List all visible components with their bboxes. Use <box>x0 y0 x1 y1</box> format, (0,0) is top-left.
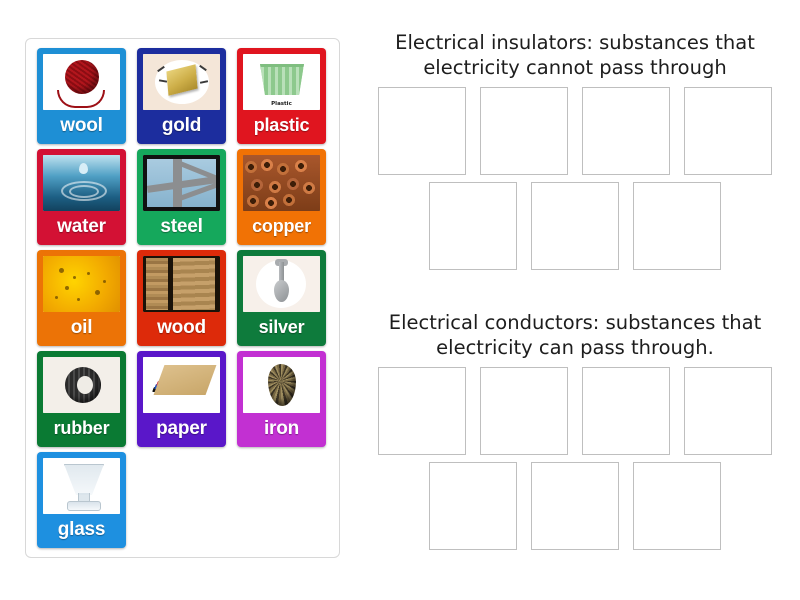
tile-label: steel <box>160 216 203 237</box>
drop-zone-title: Electrical insulators: substances that e… <box>395 31 755 79</box>
iron-image <box>243 357 320 413</box>
glass-image <box>43 458 120 514</box>
tile-label: water <box>57 216 106 237</box>
drop-slot-row-1 <box>360 367 790 455</box>
tile-label: wool <box>60 115 103 136</box>
draggable-tile-plastic[interactable]: Plastic plastic <box>237 48 326 144</box>
drop-slot[interactable] <box>633 182 721 270</box>
tile-image-wood <box>143 256 220 312</box>
draggable-tile-glass[interactable]: glass <box>37 452 126 548</box>
draggable-tile-copper[interactable]: copper <box>237 149 326 245</box>
draggable-tile-iron[interactable]: iron <box>237 351 326 447</box>
tile-label: silver <box>258 317 305 337</box>
drop-slot[interactable] <box>531 182 619 270</box>
tile-label: plastic <box>253 115 310 135</box>
drop-slot[interactable] <box>480 87 568 175</box>
drop-slot[interactable] <box>429 182 517 270</box>
paper-image <box>143 357 220 413</box>
drop-slot[interactable] <box>531 462 619 550</box>
tile-label: iron <box>263 418 300 439</box>
tile-image-rubber <box>43 357 120 413</box>
tile-image-iron <box>243 357 320 413</box>
draggable-tile-gold[interactable]: gold <box>137 48 226 144</box>
tile-image-copper <box>243 155 320 211</box>
tile-label: oil <box>70 317 93 338</box>
gold-image <box>143 54 220 110</box>
drop-zone-2[interactable]: Electrical conductors: substances that e… <box>360 310 790 550</box>
drop-slot[interactable] <box>582 87 670 175</box>
draggable-tile-silver[interactable]: silver <box>237 250 326 346</box>
tile-image-water <box>43 155 120 211</box>
tile-label: copper <box>252 216 311 236</box>
tile-image-plastic: Plastic <box>243 54 320 110</box>
tile-label: gold <box>161 115 202 136</box>
draggable-tile-paper[interactable]: paper <box>137 351 226 447</box>
drop-zone-1[interactable]: Electrical insulators: substances that e… <box>360 30 790 270</box>
draggable-tile-rubber[interactable]: rubber <box>37 351 126 447</box>
steel-image <box>143 155 220 211</box>
tile-image-gold <box>143 54 220 110</box>
rubber-image <box>43 357 120 413</box>
drop-slot[interactable] <box>429 462 517 550</box>
tile-image-paper <box>143 357 220 413</box>
draggable-tile-wood[interactable]: wood <box>137 250 226 346</box>
drop-slot[interactable] <box>684 367 772 455</box>
silver-image <box>243 256 320 312</box>
drop-slot[interactable] <box>378 367 466 455</box>
copper-image <box>243 155 320 211</box>
tile-image-steel <box>143 155 220 211</box>
tile-label: wood <box>157 317 206 338</box>
tile-image-oil <box>43 256 120 312</box>
draggable-items-tray: wool gold Plastic plastic water steel copper oi… <box>25 38 340 558</box>
draggable-tile-steel[interactable]: steel <box>137 149 226 245</box>
drop-slot[interactable] <box>633 462 721 550</box>
tile-label: rubber <box>53 418 110 438</box>
drop-slot[interactable] <box>480 367 568 455</box>
drop-zone-title: Electrical conductors: substances that e… <box>388 311 762 359</box>
category-drop-zones: Electrical insulators: substances that e… <box>360 30 790 556</box>
oil-image <box>43 256 120 312</box>
drop-slot[interactable] <box>684 87 772 175</box>
drop-slot[interactable] <box>378 87 466 175</box>
plastic-image: Plastic <box>243 54 320 110</box>
draggable-tile-oil[interactable]: oil <box>37 250 126 346</box>
drop-slot[interactable] <box>582 367 670 455</box>
wood-image <box>143 256 220 312</box>
drop-slot-row-2 <box>360 182 790 270</box>
tile-image-silver <box>243 256 320 312</box>
drop-slot-row-1 <box>360 87 790 175</box>
tile-image-wool <box>43 54 120 110</box>
water-image <box>43 155 120 211</box>
tile-image-glass <box>43 458 120 514</box>
draggable-tile-wool[interactable]: wool <box>37 48 126 144</box>
tile-label: paper <box>156 418 207 439</box>
tile-label: glass <box>57 519 106 540</box>
tile-grid: wool gold Plastic plastic water steel copper oi… <box>37 48 339 553</box>
draggable-tile-water[interactable]: water <box>37 149 126 245</box>
zone-separator <box>360 276 790 310</box>
drop-slot-row-2 <box>360 462 790 550</box>
wool-image <box>43 54 120 110</box>
